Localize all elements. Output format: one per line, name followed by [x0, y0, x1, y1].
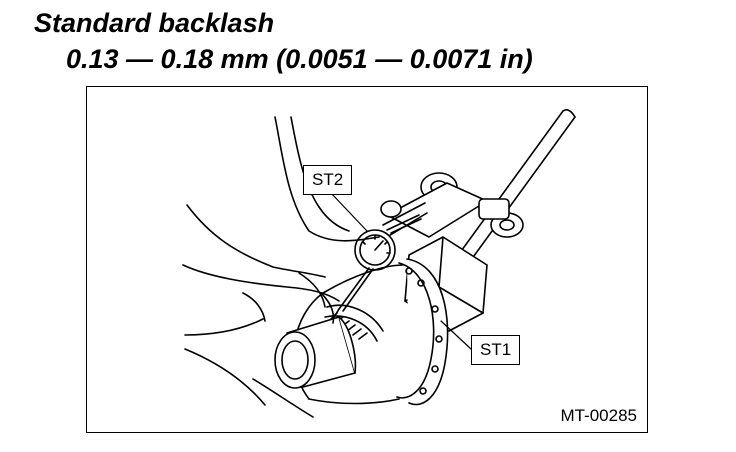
- callout-st2: ST2: [303, 165, 353, 195]
- illustration-figure: ST2 ST1 MT-00285: [86, 86, 648, 433]
- heading: Standard backlash: [34, 8, 275, 38]
- leader-lines: [330, 192, 472, 350]
- clamp-assembly: [380, 172, 524, 238]
- callout-st1: ST1: [471, 335, 521, 365]
- axle-tube: [274, 316, 357, 389]
- backlash-spec: 0.13 — 0.18 mm (0.0051 — 0.0071 in): [66, 44, 533, 74]
- hands: [182, 116, 380, 418]
- figure-id: MT-00285: [560, 406, 637, 425]
- stand-rod: [450, 109, 576, 272]
- backlash-measurement-illustration: [182, 109, 576, 418]
